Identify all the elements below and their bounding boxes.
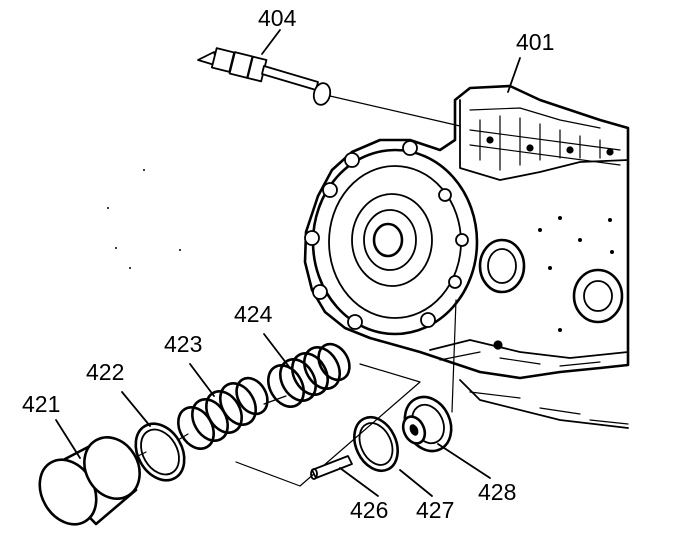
callout-428: 428 <box>478 479 516 505</box>
part-422-snap-ring <box>134 422 186 482</box>
callout-427: 427 <box>416 497 454 523</box>
part-427-seal-ring <box>353 415 399 473</box>
callout-401: 401 <box>516 29 554 55</box>
part-426-pin <box>310 455 353 480</box>
callout-404: 404 <box>258 5 297 31</box>
part-428-piston <box>401 395 453 453</box>
transmission-case <box>303 84 630 429</box>
part-424-spring <box>267 342 351 408</box>
part-421-cover <box>38 436 141 526</box>
callout-426: 426 <box>350 497 388 523</box>
callout-422: 422 <box>86 359 124 385</box>
part-423-spring <box>177 376 269 450</box>
leader-lines <box>55 29 521 497</box>
print-specks <box>107 169 181 269</box>
callout-421: 421 <box>22 391 60 417</box>
callout-424: 424 <box>234 301 273 327</box>
callout-423: 423 <box>164 331 202 357</box>
part-404-shaft <box>197 47 461 127</box>
